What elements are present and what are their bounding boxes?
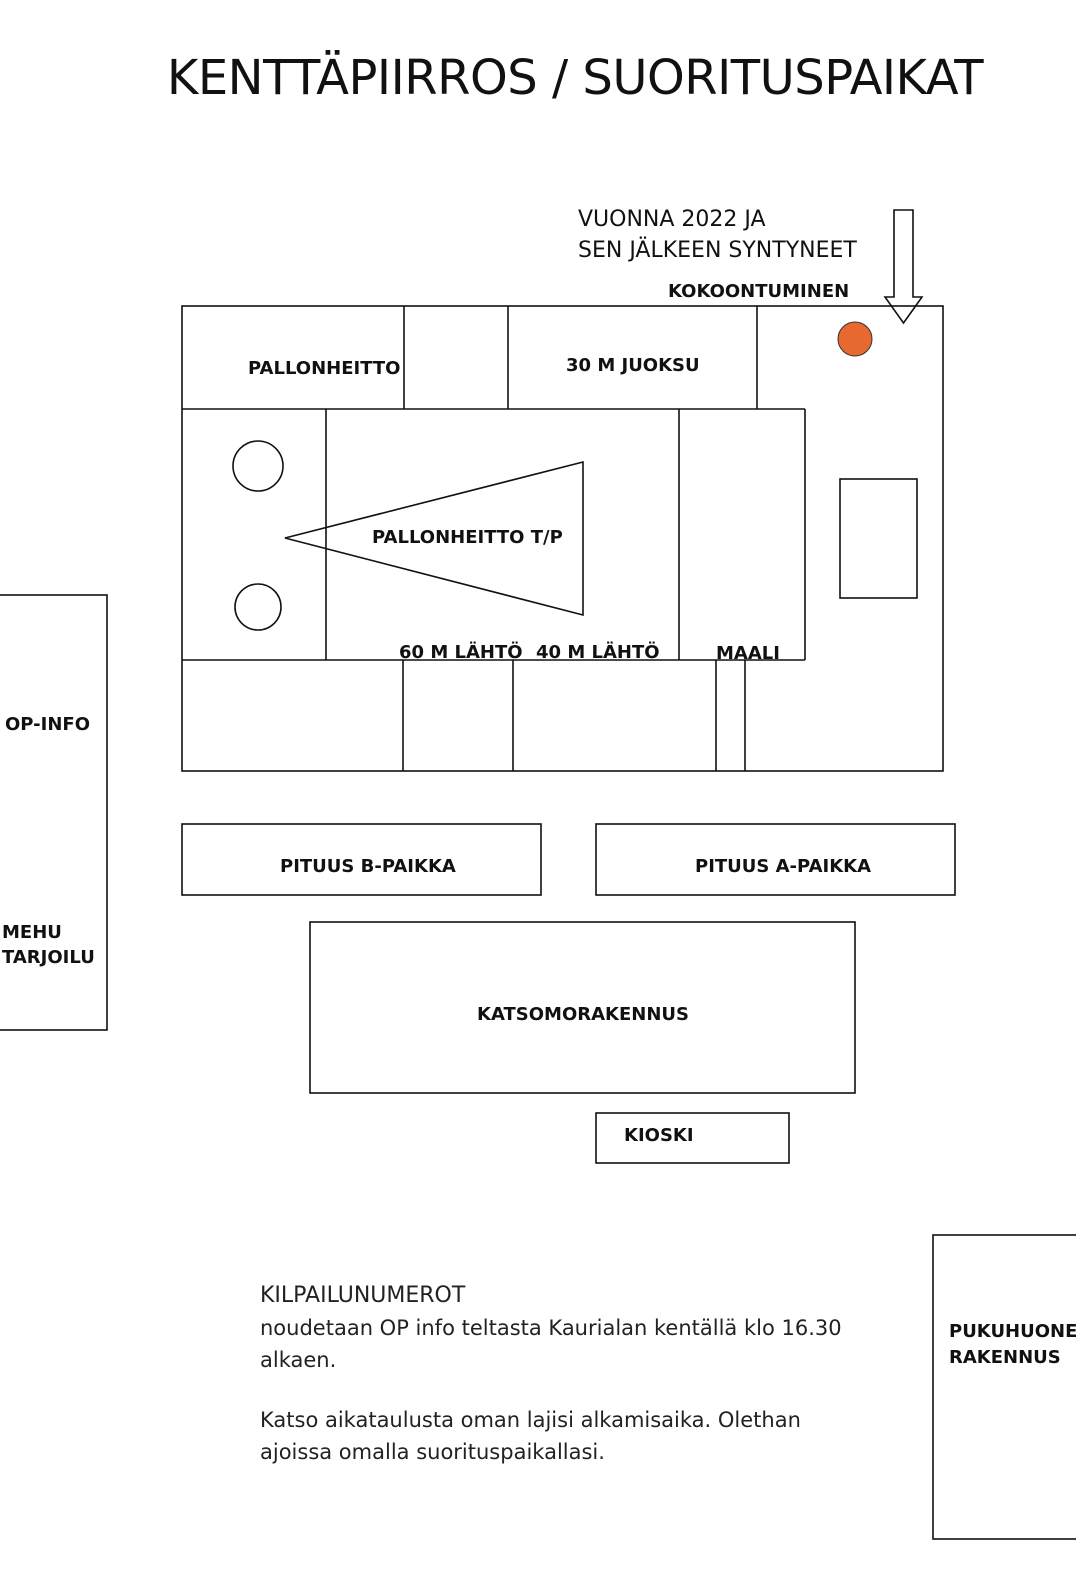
info-line: ajoissa omalla suorituspaikallasi. xyxy=(260,1440,605,1464)
long-jump-b-area xyxy=(181,823,542,896)
kiosk-label: KIOSKI xyxy=(624,1125,694,1146)
dressing-room-label-line2: RAKENNUS xyxy=(949,1347,1061,1368)
juice-label-line2: TARJOILU xyxy=(2,947,95,968)
arrow-down-icon xyxy=(883,209,924,325)
dressing-room-area xyxy=(932,1234,1076,1540)
op-info-area xyxy=(0,594,108,1031)
long-jump-a-area xyxy=(595,823,956,896)
field-equipment-area xyxy=(839,478,918,599)
page-title: KENTTÄPIIRROS / SUORITUSPAIKAT xyxy=(166,50,984,106)
juice-label-line1: MEHU xyxy=(2,922,62,943)
spacer xyxy=(260,1376,880,1404)
ball-throw-label: PALLONHEITTO xyxy=(248,358,400,379)
info-heading: KILPAILUNUMEROT xyxy=(260,1283,466,1308)
assembly-point-marker xyxy=(837,321,873,357)
op-info-label: OP-INFO xyxy=(5,714,90,735)
long-jump-a-label: PITUUS A-PAIKKA xyxy=(695,856,871,877)
throwing-circle xyxy=(234,583,282,631)
age-note-line1: VUONNA 2022 JA xyxy=(578,207,766,232)
info-text: KILPAILUNUMEROT noudetaan OP info teltas… xyxy=(260,1280,880,1468)
long-jump-b-label: PITUUS B-PAIKKA xyxy=(280,856,456,877)
age-note-line2: SEN JÄLKEEN SYNTYNEET xyxy=(578,237,857,263)
info-line: Katso aikataulusta oman lajisi alkamisai… xyxy=(260,1408,801,1432)
dressing-room-label-line1: PUKUHUONE- xyxy=(949,1321,1076,1342)
info-line: alkaen. xyxy=(260,1348,337,1372)
ball-throw-tp-label: PALLONHEITTO T/P xyxy=(372,527,563,548)
kiosk-area xyxy=(595,1112,790,1164)
start-60-label: 60 M LÄHTÖ xyxy=(399,641,523,663)
info-line: noudetaan OP info teltasta Kaurialan ken… xyxy=(260,1316,842,1340)
start-40-label: 40 M LÄHTÖ xyxy=(536,641,660,663)
field-outline xyxy=(181,305,944,772)
throwing-sector xyxy=(284,460,584,617)
throwing-circle xyxy=(232,440,284,492)
finish-label: MAALI xyxy=(716,643,780,664)
run-30-label: 30 M JUOKSU xyxy=(566,355,700,376)
assembly-label: KOKOONTUMINEN xyxy=(668,281,849,302)
grandstand-area xyxy=(309,921,856,1094)
grandstand-label: KATSOMORAKENNUS xyxy=(477,1004,689,1025)
